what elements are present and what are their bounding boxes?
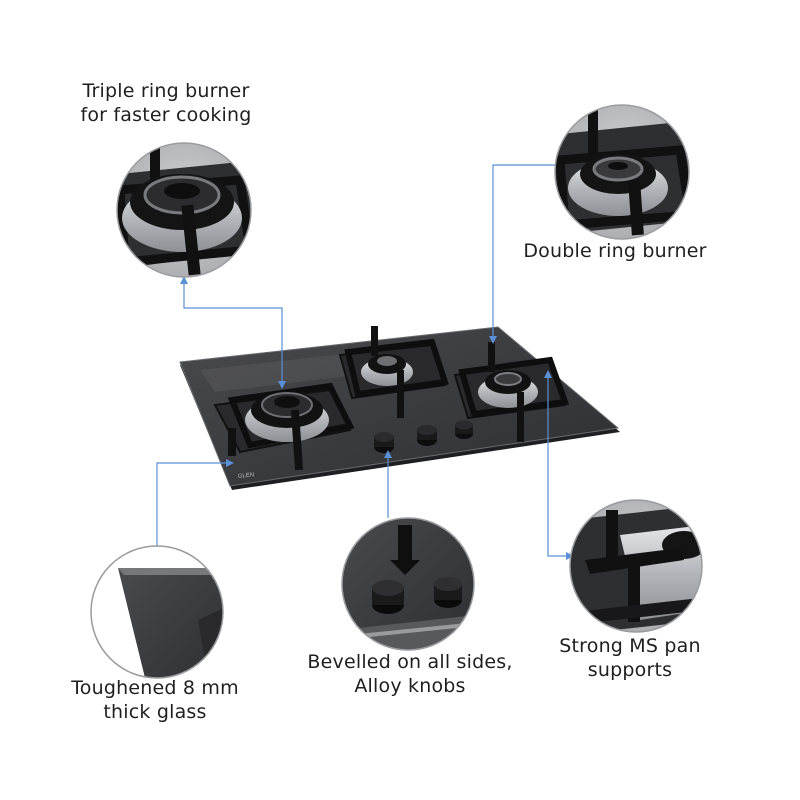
caption-toughened-glass: Toughened 8 mm thick glass	[60, 676, 250, 724]
zoom-toughened-glass	[90, 545, 224, 679]
brand-logo: GLEN	[238, 472, 255, 480]
caption-double-ring-burner: Double ring burner	[510, 239, 720, 263]
caption-line: Triple ring burner	[82, 80, 250, 102]
caption-line: for faster cooking	[80, 104, 252, 126]
triple-ring-burner	[213, 382, 355, 471]
middle-burner	[338, 326, 449, 418]
caption-bevelled-knobs: Bevelled on all sides, Alloy knobs	[290, 650, 530, 698]
caption-line: Strong MS pan	[559, 635, 701, 657]
zoom-double-ring-burner	[554, 104, 690, 240]
caption-line: thick glass	[103, 701, 207, 723]
double-ring-burner	[453, 342, 570, 442]
caption-pan-supports: Strong MS pan supports	[550, 634, 710, 682]
caption-line: Double ring burner	[523, 240, 707, 262]
control-knobs	[374, 420, 473, 453]
caption-line: Bevelled on all sides,	[307, 651, 513, 673]
caption-triple-ring-burner: Triple ring burner for faster cooking	[66, 79, 266, 127]
caption-line: supports	[587, 659, 673, 681]
zoom-bevelled-knobs	[341, 517, 475, 651]
zoom-pan-supports	[569, 499, 703, 633]
zoom-triple-ring-burner	[116, 142, 252, 278]
caption-line: Alloy knobs	[354, 675, 466, 697]
caption-line: Toughened 8 mm	[71, 677, 239, 699]
leader-lines	[156, 164, 574, 560]
cooktop: GLEN	[179, 326, 620, 490]
